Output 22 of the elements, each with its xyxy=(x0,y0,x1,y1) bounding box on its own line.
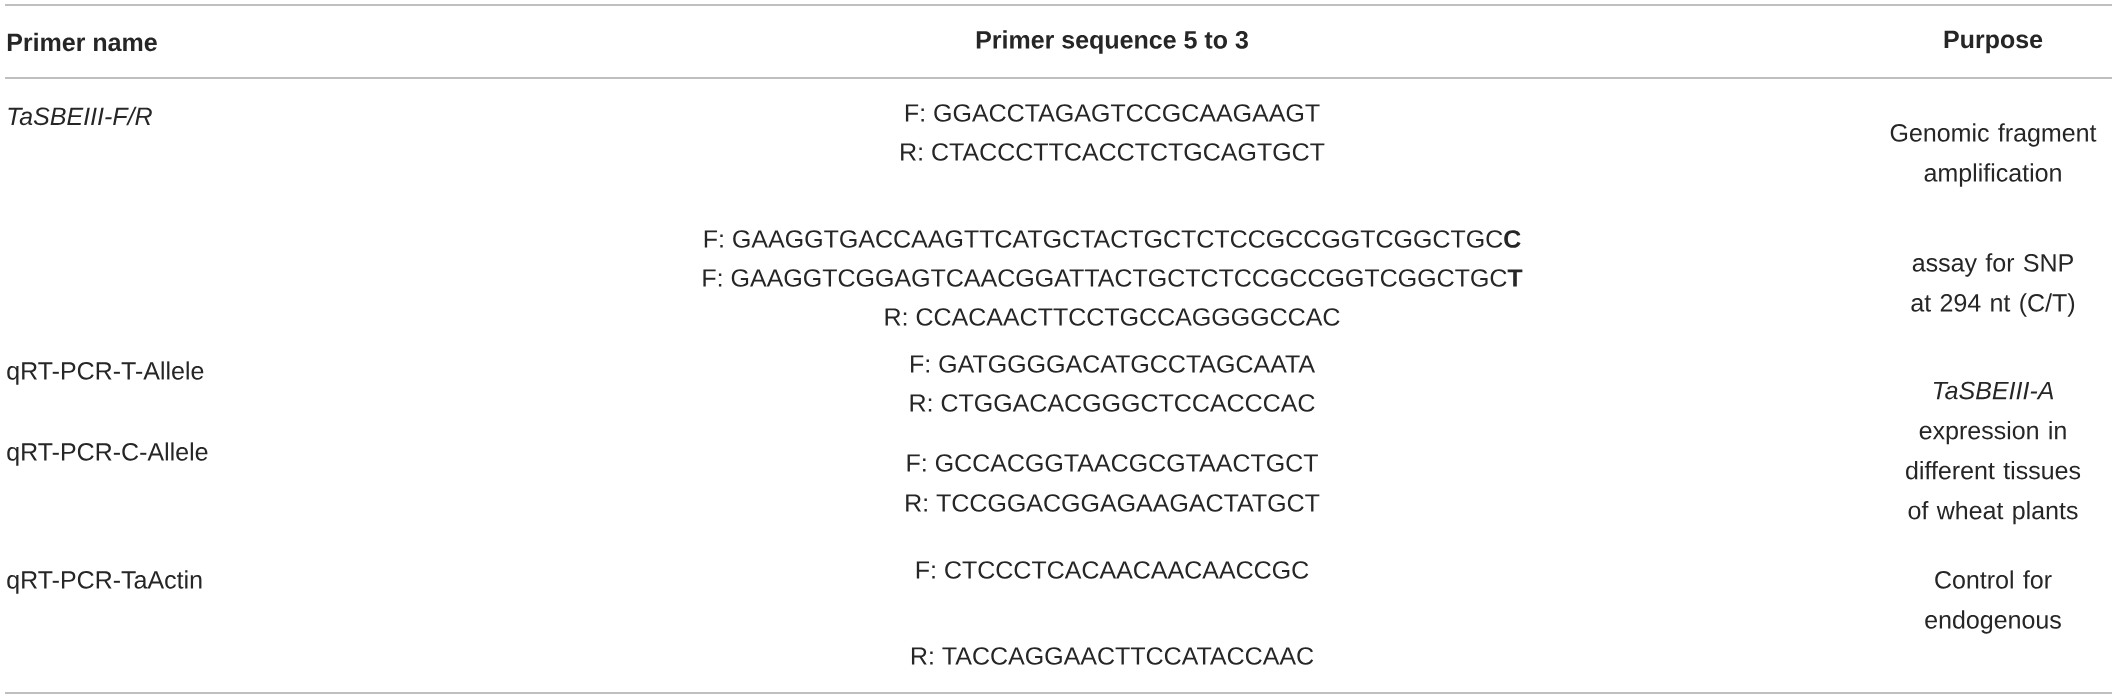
purpose-text: Control for endogenous xyxy=(1925,570,2061,634)
primer-sequence: F: GGACCTAGAGTCCGCAAGAAGT xyxy=(905,104,1320,122)
primer-sequence: F: GCCACGGTAACGCGTAACTGCT xyxy=(907,454,1318,472)
column-header: Purpose xyxy=(1944,30,2043,54)
primer-name: qRT-PCR-TaActin xyxy=(7,570,202,594)
primer-sequence: F: CTCCCTCACAACAACAACCGC xyxy=(916,561,1309,579)
primer-sequence: F: GAAGGTGACCAAGTTCATGCTACTGCTCTCCGCCGGTCGGCTGCC xyxy=(704,230,1521,248)
primer-sequence: R: TCCGGACGGAGAAGACTATGCT xyxy=(906,494,1320,512)
primer-sequence: R: TACCAGGAACTTCCATACCAAC xyxy=(911,647,1314,665)
purpose-text: assay for SNP at 294 nt (C/T) xyxy=(1911,253,2075,317)
column-header: Primer name xyxy=(7,32,157,52)
purpose-text: Genomic fragment amplification xyxy=(1890,123,2097,187)
column-header: Primer sequence 5 to 3 xyxy=(976,30,1248,54)
purpose-text: TaSBEIII-A expression in different tissues of wheat plants xyxy=(1906,381,2081,525)
primer-name: qRT-PCR-T-Allele xyxy=(7,361,204,385)
primer-name: TaSBEIII-F/R xyxy=(8,106,152,126)
primer-name: qRT-PCR-C-Allele xyxy=(7,442,208,466)
primer-sequence: R: CCACAACTTCCTGCCAGGGGCCAC xyxy=(885,308,1340,326)
primer-sequence: F: GAAGGTCGGAGTCAACGGATTACTGCTCTCCGCCGGTCGGCTGCT xyxy=(703,269,1523,287)
primer-sequence: F: GATGGGGACATGCCTAGCAATA xyxy=(911,355,1315,373)
primer-sequence: R: CTGGACACGGGCTCCACCCAC xyxy=(910,394,1315,412)
primer-sequence: R: CTACCCTTCACCTCTGCAGTGCT xyxy=(901,143,1325,161)
